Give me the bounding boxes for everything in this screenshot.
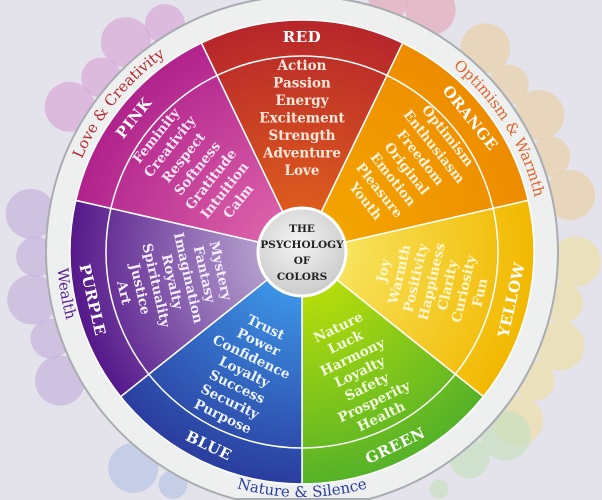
wedge-orange <box>300 41 530 254</box>
center-title: THE PSYCHOLOGY OF COLORS <box>260 223 344 283</box>
inner-divider-ring <box>105 55 499 449</box>
segment-word: Art <box>113 278 134 307</box>
splash-blob <box>429 479 449 499</box>
wedge-blue <box>119 250 303 485</box>
wedges <box>69 19 535 485</box>
wedge-yellow <box>300 199 535 398</box>
segment-word: Excitement <box>259 111 345 127</box>
title-line-4: COLORS <box>277 271 327 283</box>
title-line-3: OF <box>294 255 311 267</box>
wedge-red <box>200 19 404 254</box>
splash-blob <box>534 320 585 371</box>
segment-word: Passion <box>273 76 331 92</box>
segment-word: Love <box>285 163 320 179</box>
segment-label: RED <box>283 28 321 46</box>
splash-blob <box>35 355 86 406</box>
title-line-2: PSYCHOLOGY <box>260 239 344 251</box>
splash-blob <box>7 274 58 325</box>
wedge-green <box>301 250 485 485</box>
center-circle <box>256 206 348 298</box>
segment-word: Adventure <box>262 146 341 162</box>
wedge-purple <box>69 199 304 398</box>
segment-word: Fun <box>469 277 491 309</box>
segment-word: Action <box>277 58 327 74</box>
segment-word: Joy <box>373 256 394 284</box>
title-line-1: THE <box>289 223 315 235</box>
splash-blob <box>550 236 601 287</box>
splash-blob <box>5 188 56 239</box>
segment-red: RED ActionPassionEnergyExcitementStrength… <box>259 28 345 179</box>
splash-blob <box>545 170 596 221</box>
wedge-pink <box>74 41 304 254</box>
segment-word: Strength <box>269 128 336 144</box>
segment-word: Energy <box>275 93 329 109</box>
